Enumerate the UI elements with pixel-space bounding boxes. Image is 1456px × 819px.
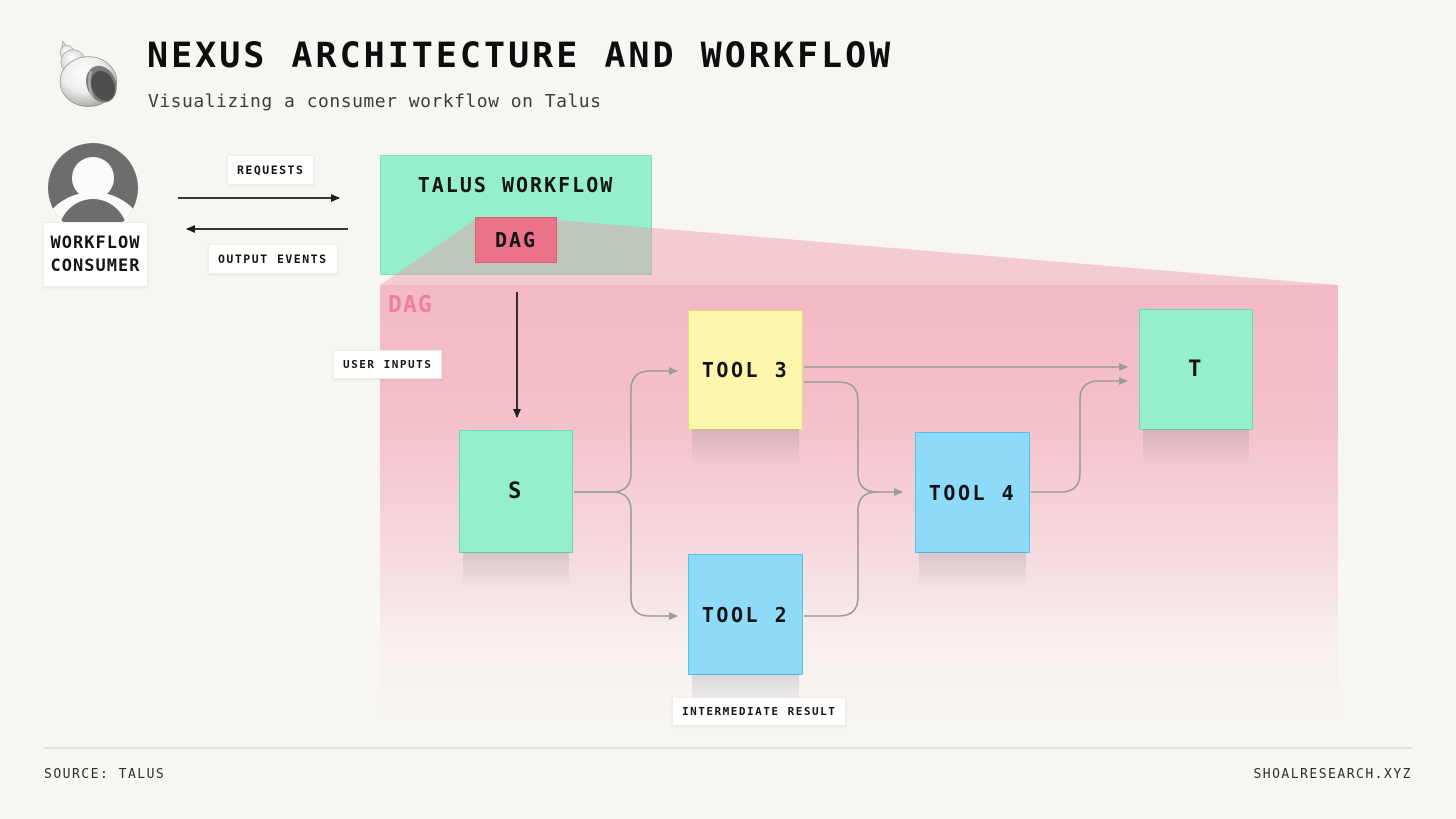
user-inputs-label: USER INPUTS <box>333 350 443 379</box>
workflow-consumer-label: WORKFLOW CONSUMER <box>43 222 148 287</box>
footer-site-link[interactable]: SHOALRESEARCH.XYZ <box>1253 767 1412 782</box>
dag-box: DAG <box>475 217 557 263</box>
footer-source: SOURCE: TALUS <box>44 767 166 782</box>
workflow-consumer-label-line1: WORKFLOW <box>50 232 141 253</box>
node-start: S <box>459 430 573 589</box>
intermediate-result-label: INTERMEDIATE RESULT <box>672 697 847 726</box>
footer-divider <box>44 747 1412 749</box>
dag-panel-title: DAG <box>388 292 433 318</box>
page-subtitle: Visualizing a consumer workflow on Talus <box>148 91 602 112</box>
requests-label: REQUESTS <box>227 155 315 185</box>
node-terminal: T <box>1139 309 1253 466</box>
node-tool2: TOOL 2 <box>688 554 803 711</box>
page-title: NEXUS ARCHITECTURE AND WORKFLOW <box>147 36 894 76</box>
node-tool4: TOOL 4 <box>915 432 1030 589</box>
node-tool3: TOOL 3 <box>688 310 803 466</box>
talus-workflow-title: TALUS WORKFLOW <box>417 173 615 197</box>
person-icon <box>48 143 138 233</box>
workflow-consumer-label-line2: CONSUMER <box>50 255 141 276</box>
seashell-icon <box>59 40 118 107</box>
output-events-label: OUTPUT EVENTS <box>208 244 338 274</box>
